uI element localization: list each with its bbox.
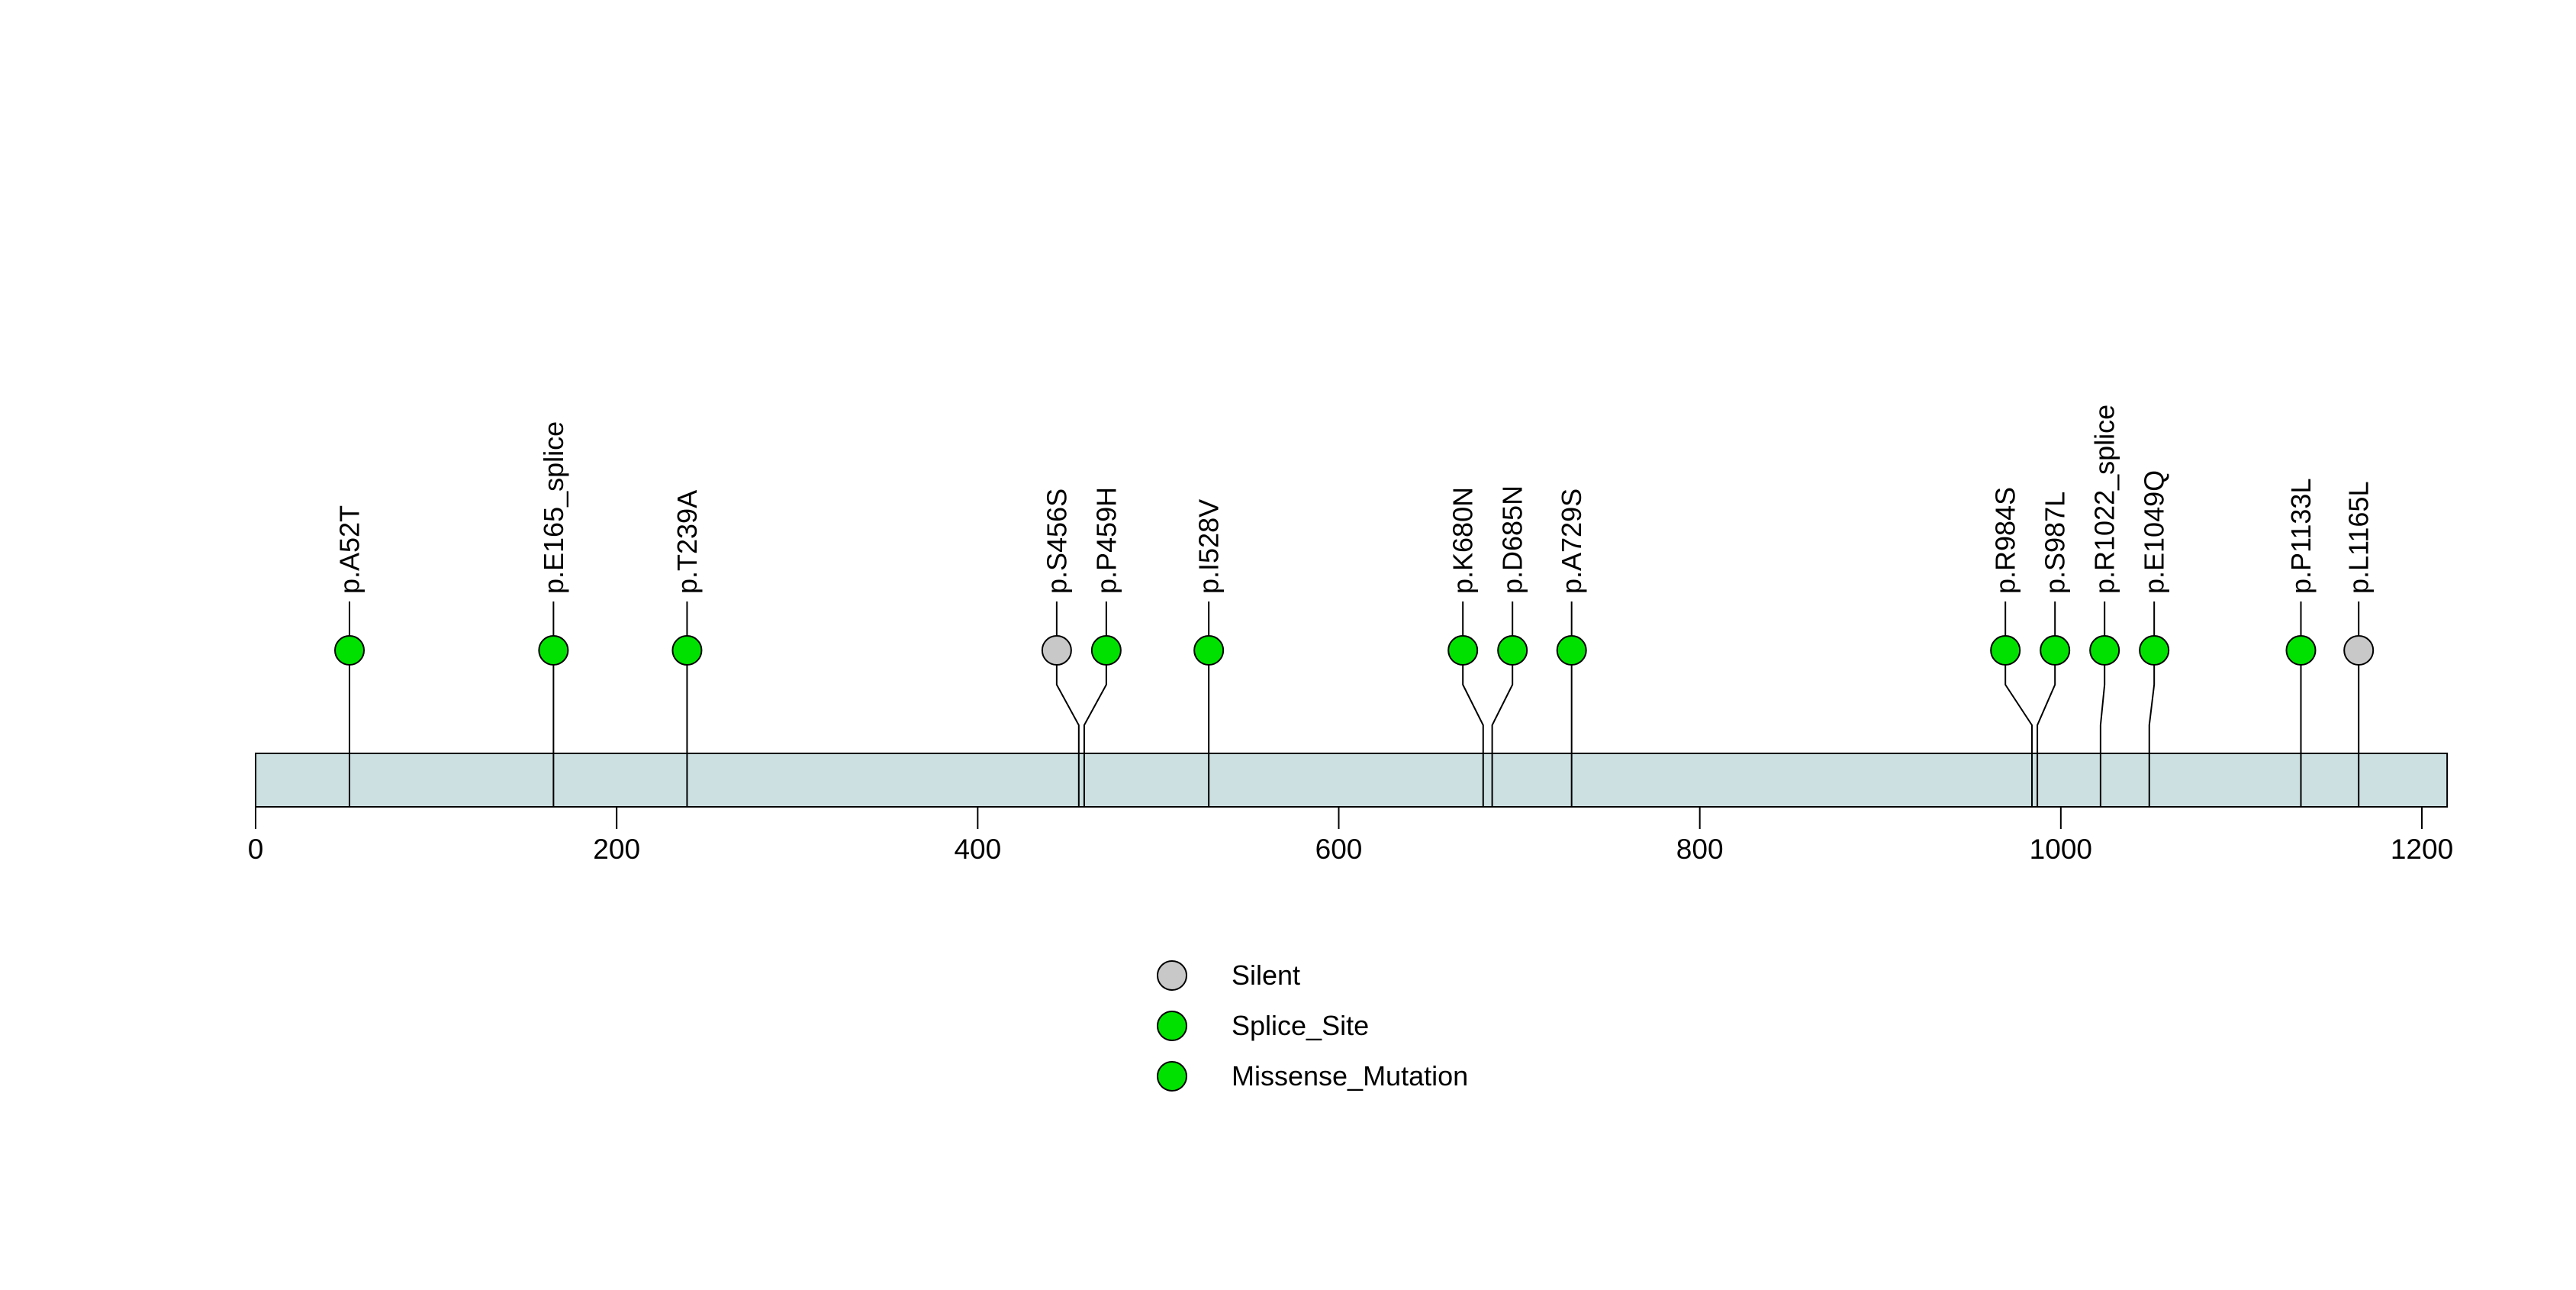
mutation-label: p.D685N: [1497, 485, 1528, 594]
mutation-circle: [1447, 635, 1479, 666]
legend-label: Silent: [1232, 959, 1301, 991]
mutation-label: p.L1165L: [2343, 482, 2375, 594]
mutation-label: p.I528V: [1193, 499, 1225, 594]
mutation-circle: [1556, 635, 1587, 666]
mutation-label: p.A729S: [1556, 489, 1587, 594]
mutation-label: p.P1133L: [2285, 479, 2317, 594]
mutation-circle: [538, 635, 569, 666]
axis-tick-label: 800: [1676, 834, 1724, 865]
legend-label: Splice_Site: [1232, 1010, 1370, 1041]
mutation-label: p.K680N: [1447, 487, 1479, 594]
mutation-circle: [2040, 635, 2071, 666]
mutation-circle: [1041, 635, 1072, 666]
axis-tick-label: 0: [248, 834, 264, 865]
splice-site-marker-icon: [1157, 1011, 1187, 1041]
mutation-label: p.R1022_splice: [2089, 405, 2120, 594]
mutation-label: p.S456S: [1041, 489, 1072, 594]
silent-marker-icon: [1157, 960, 1187, 991]
legend-label: Missense_Mutation: [1232, 1060, 1469, 1092]
protein-backbone: [255, 753, 2449, 808]
axis-tick-label: 600: [1315, 834, 1363, 865]
mutation-label: p.P459H: [1090, 487, 1122, 594]
axis-tick-label: 1200: [2391, 834, 2453, 865]
legend-item-silent: Silent: [1157, 960, 1468, 991]
axis-tick-label: 200: [593, 834, 640, 865]
legend: Silent Splice_Site Missense_Mutation: [1157, 960, 1468, 1092]
mutation-circle: [1497, 635, 1528, 666]
missense-mutation-marker-icon: [1157, 1061, 1187, 1092]
mutation-circle: [1990, 635, 2021, 666]
mutation-label: p.A52T: [334, 505, 365, 594]
mutation-circle: [2089, 635, 2120, 666]
mutation-circle: [334, 635, 365, 666]
mutation-label: p.E1049Q: [2139, 470, 2170, 594]
mutation-circle: [2343, 635, 2375, 666]
mutation-circle: [2139, 635, 2170, 666]
axis-tick-label: 1000: [2030, 834, 2092, 865]
mutation-circle: [1090, 635, 1122, 666]
mutation-circle: [2285, 635, 2317, 666]
mutation-label: p.R984S: [1990, 487, 2021, 594]
mutation-label: p.S987L: [2040, 492, 2071, 594]
mutation-circle: [671, 635, 703, 666]
legend-item-splice-site: Splice_Site: [1157, 1011, 1468, 1041]
legend-item-missense-mutation: Missense_Mutation: [1157, 1061, 1468, 1092]
mutation-label: p.T239A: [671, 490, 703, 594]
mutation-circle: [1193, 635, 1225, 666]
axis-tick-label: 400: [954, 834, 1001, 865]
mutation-label: p.E165_splice: [538, 421, 569, 594]
